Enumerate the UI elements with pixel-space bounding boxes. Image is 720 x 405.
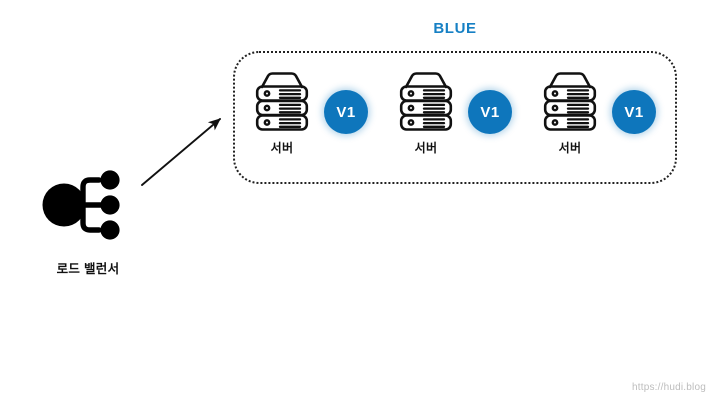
server-label: 서버	[270, 141, 294, 155]
server-units-row: 서버 V1	[233, 51, 677, 184]
server-unit: 서버 V1	[542, 51, 656, 156]
server-label: 서버	[414, 141, 438, 155]
version-badge: V1	[468, 90, 512, 134]
server-unit: 서버 V1	[254, 51, 368, 156]
version-badge: V1	[324, 90, 368, 134]
version-badge-wrap: V1	[468, 51, 512, 134]
server-block: 서버	[254, 51, 310, 156]
arrow-icon	[141, 118, 221, 186]
version-badge-wrap: V1	[324, 51, 368, 134]
server-unit: 서버 V1	[398, 51, 512, 156]
version-badge: V1	[612, 90, 656, 134]
server-rack-icon	[543, 72, 597, 131]
watermark: https://hudi.blog	[631, 382, 706, 393]
server-rack-icon	[399, 72, 453, 131]
group-title-blue: BLUE	[433, 20, 477, 37]
server-block: 서버	[398, 51, 454, 156]
version-badge-wrap: V1	[612, 51, 656, 134]
server-rack-icon	[255, 72, 309, 131]
server-label: 서버	[558, 141, 582, 155]
load-balancer-icon	[42, 170, 120, 240]
blue-group-box	[233, 51, 677, 184]
load-balancer-label: 로드 밸런서	[56, 262, 120, 276]
server-block: 서버	[542, 51, 598, 156]
